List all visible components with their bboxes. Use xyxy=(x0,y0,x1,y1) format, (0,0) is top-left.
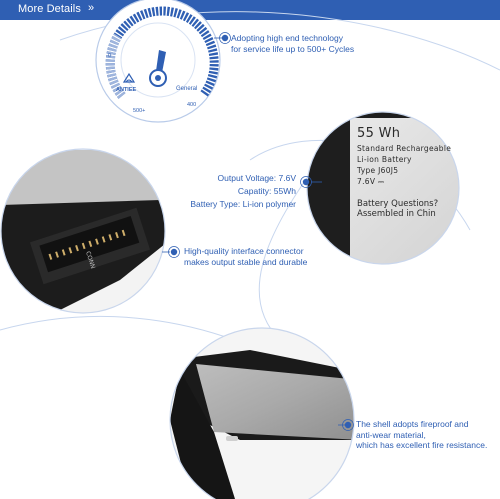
feature-shell: The shell adopts fireproof and anti-wear… xyxy=(356,419,487,451)
label-question: Battery Questions? xyxy=(357,198,439,209)
gauge-label-zero: 0 xyxy=(108,53,111,59)
shell-photo xyxy=(169,327,355,499)
spec-voltage: Output Voltage: 7.6V xyxy=(217,173,296,183)
pointer-dot-shell xyxy=(344,421,352,429)
gauge-label-500: 500+ xyxy=(133,108,145,114)
pointer-dot-cycle xyxy=(221,34,229,42)
pointer-lines xyxy=(162,37,345,426)
pointer-dot-specs xyxy=(302,178,310,186)
double-chevron-icon: » xyxy=(88,2,95,14)
brand-logo-icon xyxy=(122,72,136,83)
feature-connector-line-1: High-quality interface connector xyxy=(184,246,304,256)
label-line-2: Li-ion Battery xyxy=(357,155,412,164)
feature-shell-line-2: anti-wear material, xyxy=(356,429,426,440)
feature-connector-line-2: makes output stable and durable xyxy=(184,256,308,267)
pointer-rings xyxy=(168,32,354,431)
gauge-label-400: 400 xyxy=(187,102,196,108)
feature-shell-line-1: The shell adopts fireproof and xyxy=(356,419,469,429)
feature-cycle-line-1: Adopting high end technology xyxy=(231,33,344,43)
connector-photo: CONN xyxy=(0,148,166,314)
feature-shell-line-3: which has excellent fire resistance. xyxy=(356,440,488,450)
feature-cycle-line-2: for service life up to 500+ Cycles xyxy=(231,43,355,54)
label-line-1: Standard Rechargeable xyxy=(357,144,452,153)
label-line-3: Type J60J5 xyxy=(357,166,399,175)
feature-cycle: Adopting high end technology for service… xyxy=(231,33,354,54)
more-details-title: More Details xyxy=(18,3,81,15)
pointer-dot-connector xyxy=(170,248,178,256)
gauge-label-general: General xyxy=(176,86,197,92)
spec-list: Output Voltage: 7.6V Capatity: 55Wh Batt… xyxy=(190,172,296,211)
brand-name: ANTIEE xyxy=(116,87,137,93)
cycle-gauge: ANTIEE 0 General 400 500+ xyxy=(95,0,221,123)
label-assembled: Assembled in Chin xyxy=(357,209,436,219)
label-voltage: 7.6V ⎓ xyxy=(357,177,385,186)
battery-label-text: 55 Wh Standard Rechargeable Li-ion Batte… xyxy=(357,127,500,221)
label-capacity: 55 Wh xyxy=(357,126,401,141)
spec-type: Battery Type: Li-ion polymer xyxy=(190,199,296,209)
feature-connector: High-quality interface connector makes o… xyxy=(184,246,307,267)
spec-capacity: Capatity: 55Wh xyxy=(237,186,296,196)
battery-label-photo xyxy=(306,111,460,265)
pointer-dots xyxy=(170,34,352,429)
